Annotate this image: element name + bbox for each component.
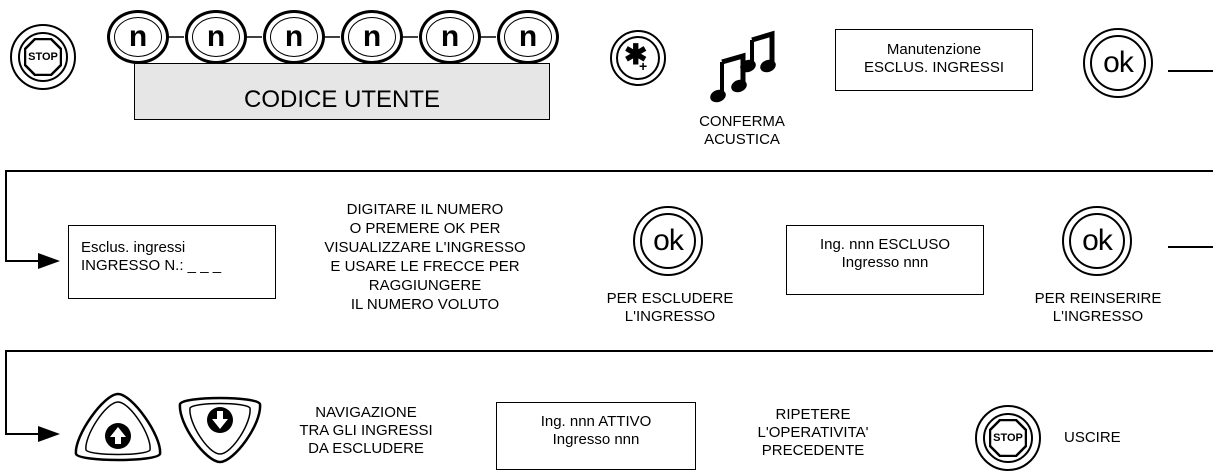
ok-key-reinsert[interactable]: ok bbox=[1062, 206, 1132, 276]
repeat-caption: RIPETERE L'OPERATIVITA' PRECEDENTE bbox=[757, 406, 869, 459]
ok-key-row1[interactable]: ok bbox=[1083, 28, 1153, 98]
code-key-2[interactable]: n bbox=[185, 10, 247, 64]
stop-key-label: STOP bbox=[993, 432, 1023, 444]
display-maintenance: Manutenzione ESCLUS. INGRESSI bbox=[835, 29, 1033, 91]
flow-connector-row1-row2 bbox=[5, 170, 1213, 262]
stop-key-exit[interactable]: STOP bbox=[975, 405, 1041, 471]
plus-icon: + bbox=[639, 58, 648, 74]
reinsert-caption: PER REINSERIRE L'INGRESSO bbox=[1034, 290, 1162, 325]
stop-octagon-icon bbox=[989, 419, 1027, 457]
code-key-5[interactable]: n bbox=[419, 10, 481, 64]
stop-octagon-icon bbox=[24, 38, 62, 76]
music-notes-icon bbox=[710, 30, 776, 103]
flow-arrowhead-row3 bbox=[38, 426, 60, 442]
code-key-6[interactable]: n bbox=[497, 10, 559, 64]
display-excluded: Ing. nnn ESCLUSO Ingresso nnn bbox=[786, 225, 984, 295]
arrow-up-key[interactable] bbox=[74, 392, 162, 462]
star-plus-key[interactable]: ✱ + bbox=[610, 30, 666, 86]
ok-key-exclude[interactable]: ok bbox=[633, 206, 703, 276]
asterisk-icon: ✱ bbox=[624, 39, 648, 70]
navigation-caption: NAVIGAZIONE TRA GLI INGRESSI DA ESCLUDER… bbox=[299, 404, 433, 457]
instructions-text: DIGITARE IL NUMERO O PREMERE OK PER VISU… bbox=[324, 201, 526, 313]
code-key-3[interactable]: n bbox=[263, 10, 325, 64]
ok-key-label: ok bbox=[653, 224, 684, 257]
arrow-down-key[interactable] bbox=[178, 396, 262, 464]
exclude-caption: PER ESCLUDERE L'INGRESSO bbox=[606, 290, 734, 325]
stop-key-label: STOP bbox=[28, 51, 58, 63]
code-key-1[interactable]: n bbox=[107, 10, 169, 64]
code-key-4[interactable]: n bbox=[341, 10, 403, 64]
ok-key-label: ok bbox=[1082, 224, 1113, 257]
stop-key[interactable]: STOP bbox=[10, 24, 76, 90]
acoustic-confirm-caption: CONFERMA ACUSTICA bbox=[699, 113, 785, 148]
display-exclusion-input: Esclus. ingressi INGRESSO N.: _ _ _ bbox=[68, 225, 276, 299]
display-active: Ing. nnn ATTIVO Ingresso nnn bbox=[496, 402, 696, 470]
ok-key-label: ok bbox=[1103, 46, 1134, 79]
flow-connector-row2-row3 bbox=[5, 350, 1213, 435]
code-panel-label: CODICE UTENTE bbox=[243, 86, 440, 113]
exit-caption: USCIRE bbox=[1064, 429, 1121, 446]
flow-arrowhead-row2 bbox=[38, 253, 60, 269]
code-panel: CODICE UTENTE bbox=[134, 63, 550, 120]
